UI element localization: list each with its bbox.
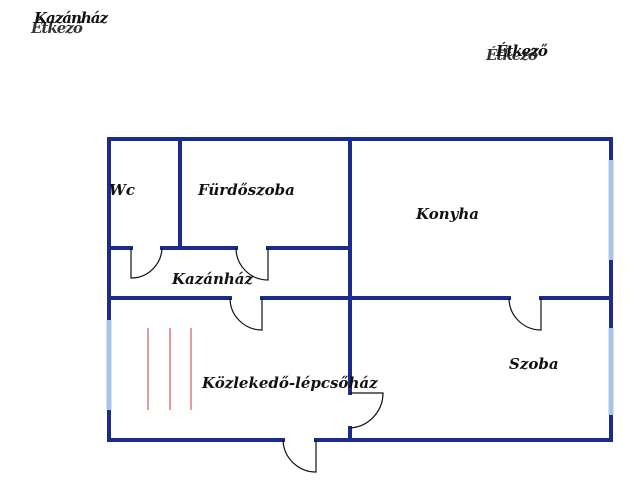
room-label-wc: Wc <box>109 181 135 199</box>
room-label-boiler: Kazánház <box>172 270 254 288</box>
door-entrance <box>282 439 317 473</box>
walls <box>107 137 613 442</box>
windows <box>106 160 614 415</box>
doors <box>130 247 542 473</box>
overlay-label-left-b: Étkező <box>31 19 83 37</box>
room-label-room: Szoba <box>509 355 559 373</box>
room-label-stairs: Közlekedő-lépcsőház <box>202 374 378 392</box>
overlay-label-left-a: Kazánház <box>34 9 108 27</box>
door-kitchen-room <box>508 297 542 331</box>
door-boiler <box>229 297 263 331</box>
overlay-label-right-b: Étkező <box>486 46 538 64</box>
door-bathroom <box>235 247 269 281</box>
room-label-bathroom: Fürdőszoba <box>198 181 295 199</box>
door-room <box>349 392 384 429</box>
stairs <box>147 328 192 410</box>
door-wc <box>130 247 163 279</box>
room-label-kitchen: Konyha <box>416 205 479 223</box>
overlay-label-right-a: Étkező <box>496 42 548 60</box>
